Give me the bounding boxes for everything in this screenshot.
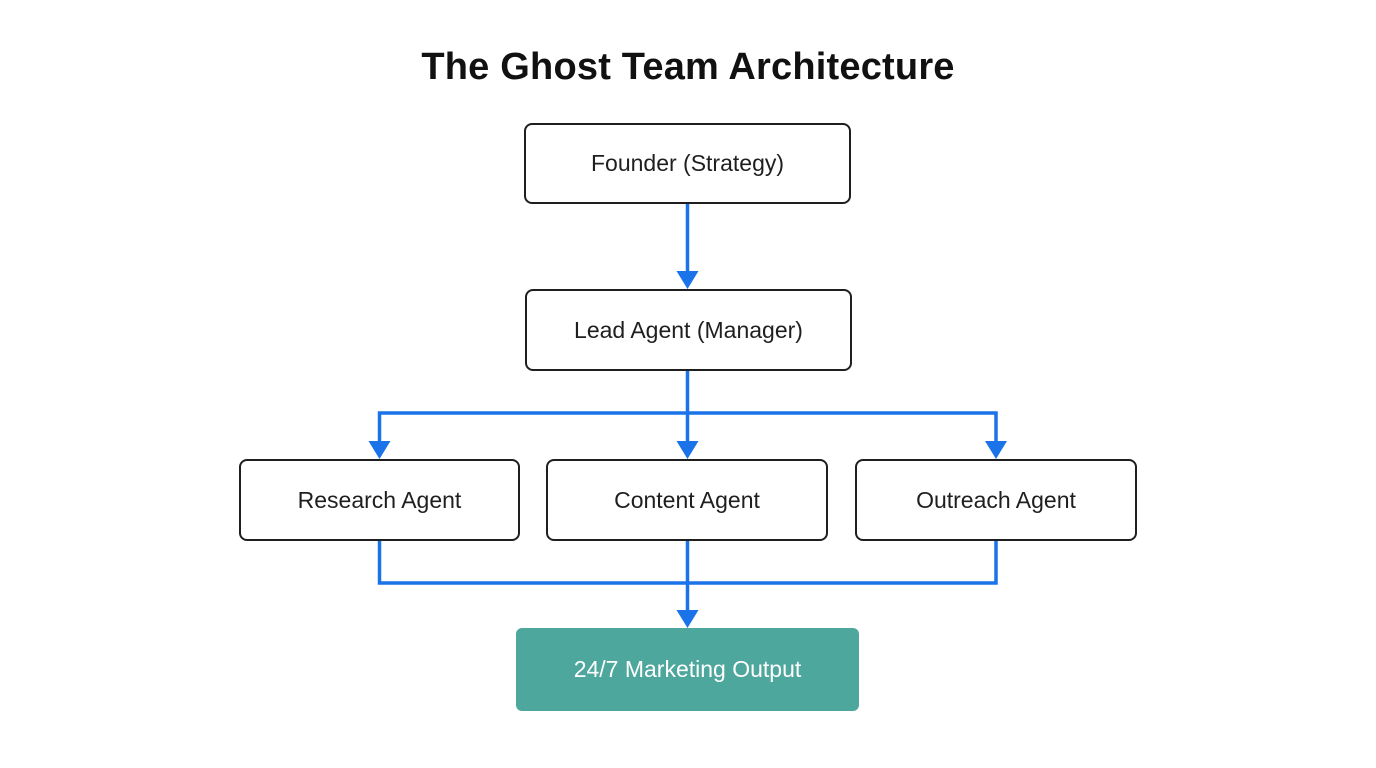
node-outreach-agent: Outreach Agent	[855, 459, 1137, 541]
node-lead-agent-label: Lead Agent (Manager)	[574, 316, 803, 343]
node-research-agent: Research Agent	[239, 459, 520, 541]
arrowhead-research	[368, 441, 391, 459]
node-marketing-output: 24/7 Marketing Output	[516, 628, 859, 711]
node-research-agent-label: Research Agent	[297, 486, 462, 513]
node-content-agent-label: Content Agent	[614, 486, 760, 513]
node-marketing-output-label: 24/7 Marketing Output	[573, 656, 802, 682]
arrowhead-output	[676, 610, 699, 628]
node-lead-agent: Lead Agent (Manager)	[525, 289, 852, 371]
node-outreach-agent-label: Outreach Agent	[916, 486, 1076, 513]
diagram-title: The Ghost Team Architecture	[421, 46, 955, 88]
arrowhead-content	[676, 441, 699, 459]
edge-converge-output	[377, 541, 998, 611]
node-founder: Founder (Strategy)	[524, 123, 851, 204]
node-content-agent: Content Agent	[546, 459, 828, 541]
arrowhead-outreach	[985, 441, 1007, 459]
arrowhead-lead	[676, 271, 699, 289]
edge-lead-branch	[377, 371, 998, 442]
node-founder-label: Founder (Strategy)	[590, 150, 785, 176]
